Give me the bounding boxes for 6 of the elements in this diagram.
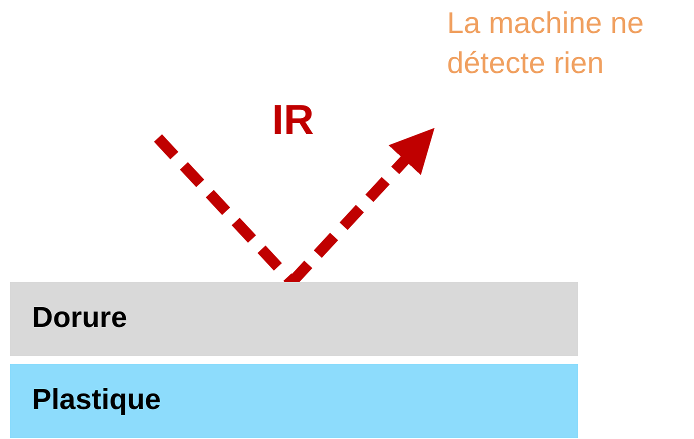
layer-band <box>10 364 578 438</box>
layer-band <box>10 282 578 356</box>
layer-label: Dorure <box>32 301 128 336</box>
signal-label: IR <box>272 96 314 144</box>
detection-note: La machine ne détecte rien <box>447 6 645 82</box>
layer-label: Plastique <box>32 383 161 418</box>
